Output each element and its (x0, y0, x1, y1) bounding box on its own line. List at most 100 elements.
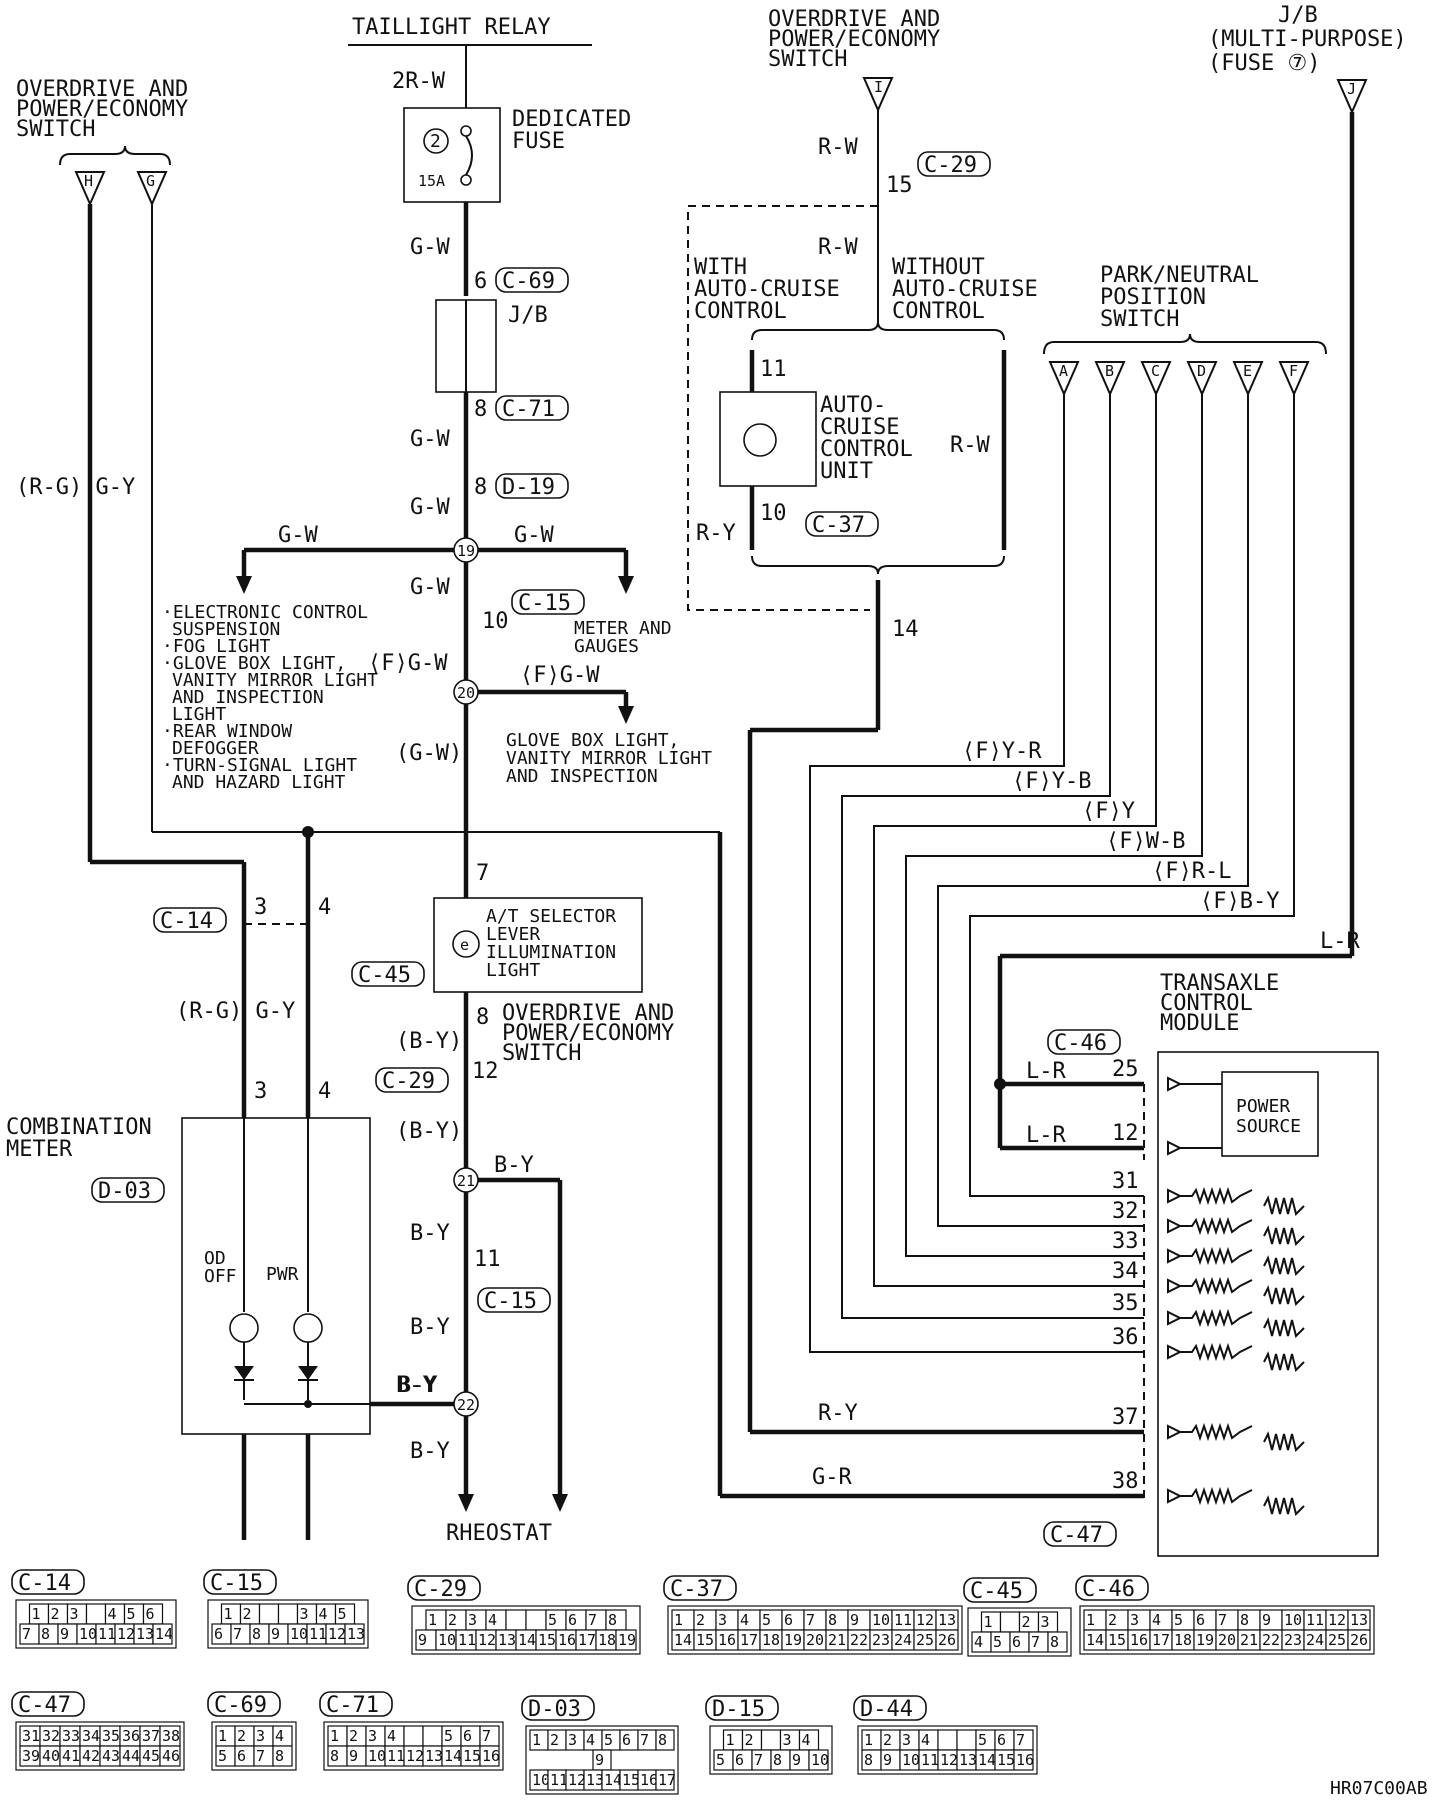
legend-pin: 3 (1041, 1613, 1050, 1631)
legend-pin: 3 (368, 1727, 377, 1745)
conn-d03: D-03 (98, 1179, 151, 1204)
legend-pin: 3 (300, 1605, 309, 1623)
diagram-code: HR07C00AB (1330, 1778, 1428, 1799)
legend-pin: 4 (387, 1727, 396, 1745)
wire-by-label-3: B-Y (410, 1315, 450, 1340)
jb-fuse-l3: (FUSE ⑦) (1208, 51, 1320, 76)
legend-pin: 4 (1152, 1611, 1161, 1629)
legend-pin: 12 (478, 1631, 496, 1649)
wire-gw-label-3: G-W (410, 495, 450, 520)
od-off-lamp (229, 1313, 259, 1343)
pwr-lamp (293, 1313, 323, 1343)
legend-name: D-15 (712, 1697, 765, 1722)
pin-10-b: 10 (760, 501, 787, 526)
legend-pin: 13 (959, 1751, 977, 1769)
selector-l4: LIGHT (486, 960, 540, 981)
jb-label: J/B (508, 303, 548, 328)
pin-3-b: 3 (254, 1079, 267, 1104)
pn-wire-label-b: ⟨F⟩Y-B (1012, 769, 1091, 794)
legend-pin: 1 (330, 1727, 339, 1745)
legend-pin: 13 (1350, 1611, 1368, 1629)
wire-gw-label-2: G-W (410, 427, 450, 452)
tcm-pin-36: 36 (1112, 1325, 1139, 1350)
legend-pin: 11 (1306, 1611, 1324, 1629)
legend-pin: 17 (578, 1631, 596, 1649)
conn-c29-a: C-29 (924, 153, 977, 178)
wire-by-label-1: B-Y (494, 1153, 534, 1178)
pin-8-b: 8 (474, 475, 487, 500)
cruise-bottom-brace (751, 555, 1005, 575)
conn-d19-badge (495, 473, 569, 499)
legend-pin: 1 (864, 1731, 873, 1749)
pn-wire-label-f: ⟨F⟩B-Y (1200, 889, 1279, 914)
legend-pin: 22 (1262, 1631, 1280, 1649)
legend-pin: 6 (1012, 1633, 1021, 1651)
load-item-4-line-0: ·TURN-SIGNAL LIGHT (162, 755, 357, 776)
legend-pin: 7 (1031, 1633, 1040, 1651)
pn-terminal-label-f: F (1289, 362, 1298, 380)
legend-pin: 16 (718, 1631, 736, 1649)
legend-pin: 21 (1240, 1631, 1258, 1649)
wire-gw-label-1: G-W (410, 235, 450, 260)
legend-pin: 42 (82, 1747, 100, 1765)
legend-pin: 13 (498, 1631, 516, 1649)
pin-12: 12 (472, 1059, 499, 1084)
combo-meter-l1: COMBINATION (6, 1115, 152, 1140)
pwr-label: PWR (266, 1264, 299, 1285)
legend-pin: 15 (538, 1631, 556, 1649)
legend-pin: 20 (806, 1631, 824, 1649)
legend-pin: 7 (806, 1611, 815, 1629)
legend-pin: 12 (940, 1751, 958, 1769)
splice-22-num: 22 (457, 1396, 475, 1414)
with-cruise-l3: CONTROL (694, 299, 787, 324)
splice-20-num: 20 (457, 684, 475, 702)
legend-pin: 10 (79, 1625, 97, 1643)
legend-pin: 9 (418, 1631, 427, 1649)
conn-c37-badge (805, 511, 879, 537)
legend-pin: 11 (550, 1771, 568, 1789)
legend-pin: 11 (98, 1625, 116, 1643)
tcm-pin-31: 31 (1112, 1169, 1139, 1194)
fuse-element (465, 135, 473, 176)
legend-pin: 10 (1284, 1611, 1302, 1629)
legend-pin: 1 (984, 1613, 993, 1631)
fuse-label-l1: DEDICATED (512, 107, 631, 132)
fuse-number: 2 (430, 131, 441, 152)
od-switch-top-l3: SWITCH (768, 47, 847, 72)
conn-c15-badge-b (477, 1287, 551, 1313)
legend-pin: 6 (997, 1731, 1006, 1749)
legend-pin: 17 (658, 1771, 676, 1789)
legend-pin: 26 (1350, 1631, 1368, 1649)
legend-pin: 3 (718, 1611, 727, 1629)
od-mid-l3: SWITCH (502, 1041, 581, 1066)
legend-pin: 9 (349, 1747, 358, 1765)
legend-pin: 20 (1218, 1631, 1236, 1649)
wire-fgw-label-2: ⟨F⟩G-W (520, 663, 600, 688)
legend-pin: 3 (1130, 1611, 1139, 1629)
legend-pin: 19 (784, 1631, 802, 1649)
pn-wires: ⟨F⟩Y-R⟨F⟩Y-B⟨F⟩Y⟨F⟩W-B⟨F⟩R-L⟨F⟩B-Y (809, 394, 1295, 1353)
glove-l3: AND INSPECTION (506, 766, 658, 787)
legend-pin: 25 (1328, 1631, 1346, 1649)
wire-by-label-2: B-Y (410, 1221, 450, 1246)
legend-pin: 14 (518, 1631, 536, 1649)
power-source-l2: SOURCE (1236, 1116, 1301, 1137)
legend-pin: 16 (1130, 1631, 1148, 1649)
legend-pin: 6 (622, 1731, 631, 1749)
legend-pin: 39 (22, 1747, 40, 1765)
legend-pin: 10 (438, 1631, 456, 1649)
pin-11-a: 11 (760, 357, 787, 382)
legend-name: C-14 (18, 1571, 71, 1596)
wire-rw-label-1: R-W (818, 135, 858, 160)
legend-pin: 11 (921, 1751, 939, 1769)
legend-pin: 1 (218, 1727, 227, 1745)
pn-terminal-label-d: D (1197, 362, 1206, 380)
wire-rg-gy-label-1: (R-G) G-Y (16, 475, 135, 500)
legend-pin: 5 (338, 1605, 347, 1623)
pin-25: 25 (1112, 1057, 1139, 1082)
pn-wire-d (905, 394, 1203, 1257)
legend-pin: 5 (762, 1611, 771, 1629)
legend-pin: 37 (142, 1727, 160, 1745)
